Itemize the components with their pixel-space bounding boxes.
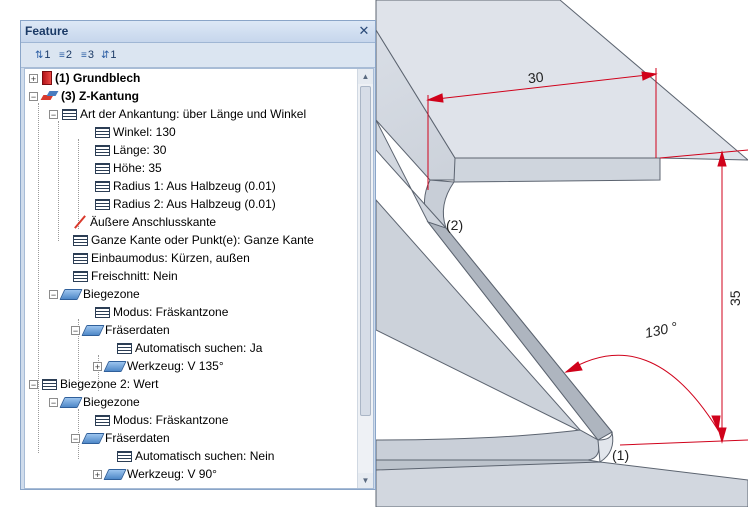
dimension-height-value: 35 [727, 290, 743, 306]
bend-zone-icon [103, 468, 127, 480]
tree-node-fraeserdaten[interactable]: −Fräserdaten [71, 323, 170, 337]
tree-node-aeussere-anschlusskante[interactable]: Äußere Anschlusskante [73, 213, 216, 231]
collapse-icon[interactable]: − [29, 91, 38, 102]
edge-line-icon [73, 215, 87, 229]
feature-tree[interactable]: +(1) Grundblech −(3) Z-Kantung −Art der … [24, 68, 374, 489]
collapse-icon[interactable]: − [71, 433, 80, 444]
bend-zone-icon [81, 432, 105, 444]
tree-node-werkzeug-2[interactable]: +Werkzeug: V 90° [93, 467, 217, 481]
parameter-table-icon [62, 108, 77, 120]
expand-icon[interactable]: + [93, 469, 102, 480]
level-3-button[interactable]: ≡3 [81, 49, 94, 61]
parameter-table-icon [117, 450, 132, 462]
bend-zone-icon [81, 324, 105, 336]
collapse-icon[interactable]: − [29, 379, 38, 390]
tree-node-art-der-ankantung[interactable]: −Art der Ankantung: über Länge und Winke… [49, 107, 307, 121]
tree-node-z-kantung[interactable]: −(3) Z-Kantung [29, 89, 139, 103]
sort-ascending-button[interactable]: ⇅1 [35, 49, 51, 61]
collapse-icon[interactable]: − [49, 397, 58, 408]
arrow-icon: ⇵ [101, 49, 110, 61]
bend-feature-icon [42, 90, 58, 102]
parameter-table-icon [95, 198, 110, 210]
tree-node-biegezone-2[interactable]: −Biegezone 2: Wert [29, 377, 159, 391]
tree-node-modus[interactable]: Modus: Fräskantzone [95, 303, 228, 321]
parameter-table-icon [95, 162, 110, 174]
arrow-icon: ⇅ [35, 49, 44, 61]
tree-node-grundblech[interactable]: +(1) Grundblech [29, 71, 141, 85]
sheet-metal-part[interactable] [375, 0, 748, 507]
tree-node-fraeserdaten-2[interactable]: −Fräserdaten [71, 431, 170, 445]
collapse-icon[interactable]: − [71, 325, 80, 336]
edge-label-2: (2) [446, 217, 463, 233]
bend-zone-icon [103, 360, 127, 372]
red-block-icon [42, 71, 52, 85]
tree-node-winkel[interactable]: Winkel: 130 [95, 123, 176, 141]
collapse-icon[interactable]: − [49, 109, 58, 120]
tree-node-radius-1[interactable]: Radius 1: Aus Halbzeug (0.01) [95, 177, 276, 195]
list-icon: ≡ [81, 49, 87, 61]
tree-node-modus-2[interactable]: Modus: Fräskantzone [95, 411, 228, 429]
tree-node-ganze-kante[interactable]: Ganze Kante oder Punkt(e): Ganze Kante [73, 231, 314, 249]
parameter-table-icon [95, 306, 110, 318]
tree-node-automatisch-suchen[interactable]: Automatisch suchen: Ja [117, 339, 262, 357]
parameter-table-icon [73, 234, 88, 246]
bend-zone-icon [59, 288, 83, 300]
tree-node-laenge[interactable]: Länge: 30 [95, 141, 166, 159]
close-icon[interactable]: ✕ [358, 23, 370, 38]
parameter-table-icon [95, 414, 110, 426]
tree-node-werkzeug[interactable]: +Werkzeug: V 135° [93, 359, 224, 373]
dimension-angle-value: 130 ° [643, 318, 679, 341]
tree-node-biegezone[interactable]: −Biegezone [49, 287, 140, 301]
list-icon: ≡ [59, 49, 65, 61]
tree-node-einbaumodus[interactable]: Einbaumodus: Kürzen, außen [73, 249, 250, 267]
tree-node-biegezone-sub[interactable]: −Biegezone [49, 395, 140, 409]
tree-node-automatisch-suchen-2[interactable]: Automatisch suchen: Nein [117, 447, 274, 465]
parameter-table-icon [95, 126, 110, 138]
tree-scrollbar[interactable]: ▲ ▼ [357, 69, 373, 488]
tree-node-freischnitt[interactable]: Freischnitt: Nein [73, 267, 178, 285]
scroll-thumb[interactable] [360, 86, 371, 416]
parameter-table-icon [95, 180, 110, 192]
scroll-down-icon[interactable]: ▼ [358, 473, 373, 488]
edge-label-1: (1) [612, 447, 629, 463]
expand-icon[interactable]: + [93, 361, 102, 372]
dimension-height[interactable] [619, 149, 748, 446]
expand-icon[interactable]: + [29, 73, 38, 84]
parameter-table-icon [73, 252, 88, 264]
dimension-angle[interactable] [564, 354, 721, 432]
level-2-button[interactable]: ≡2 [59, 49, 72, 61]
parameter-table-icon [95, 144, 110, 156]
parameter-table-icon [117, 342, 132, 354]
dimension-length-value: 30 [527, 69, 544, 87]
tree-node-hoehe[interactable]: Höhe: 35 [95, 159, 162, 177]
bend-zone-icon [59, 396, 83, 408]
tree-node-radius-2[interactable]: Radius 2: Aus Halbzeug (0.01) [95, 195, 276, 213]
dimension-length[interactable] [426, 68, 658, 190]
parameter-table-icon [73, 270, 88, 282]
panel-toolbar: ⇅1 ≡2 ≡3 ⇵1 [21, 43, 375, 68]
feature-panel: Feature ✕ ⇅1 ≡2 ≡3 ⇵1 +(1) Grundblech −(… [20, 20, 376, 490]
scroll-up-icon[interactable]: ▲ [358, 69, 373, 84]
collapse-icon[interactable]: − [49, 289, 58, 300]
panel-title: Feature [25, 24, 69, 38]
parameter-table-icon [42, 378, 57, 390]
sort-descending-button[interactable]: ⇵1 [101, 49, 117, 61]
panel-title-bar[interactable]: Feature ✕ [21, 21, 375, 43]
